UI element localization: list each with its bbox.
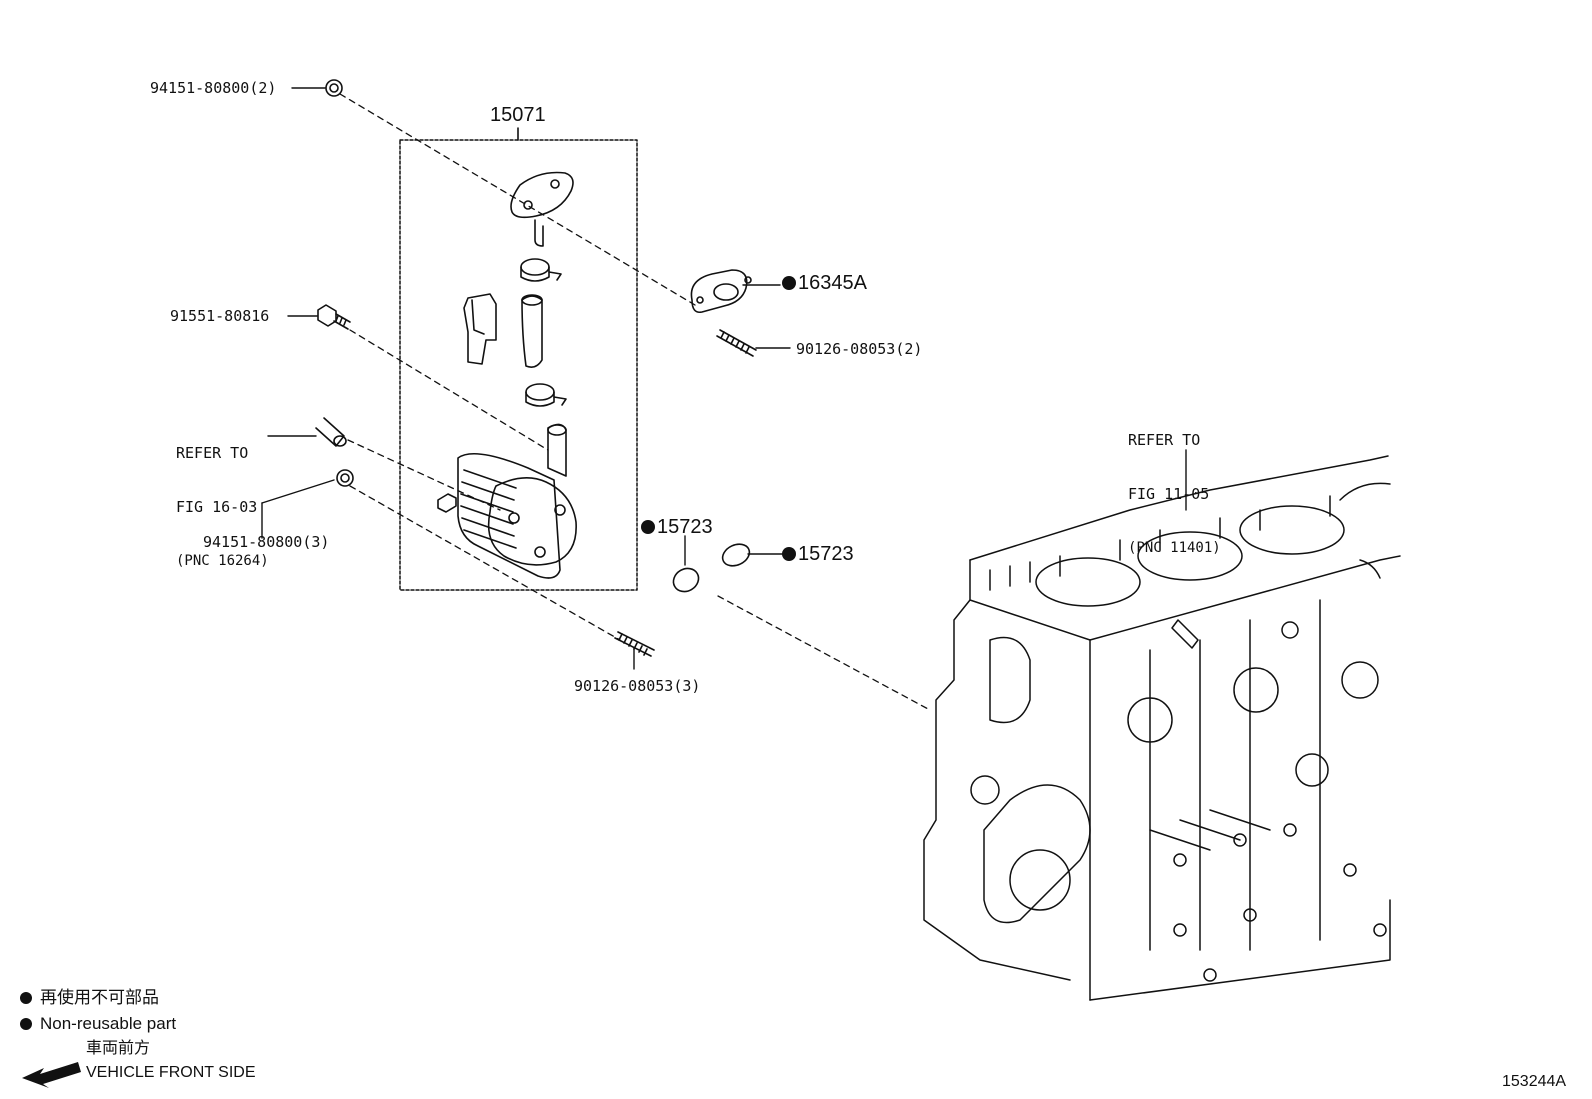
refer-right-line3: (PNC 11401) — [1128, 540, 1221, 556]
oil-cooler-hose-icon — [521, 294, 543, 368]
gasket-icon — [690, 269, 752, 314]
alignment-lines — [339, 93, 931, 711]
non-reusable-dot-icon — [641, 520, 655, 534]
refer-right-line1: REFER TO — [1128, 431, 1201, 449]
refer-right-line2: FIG 11-05 — [1128, 485, 1210, 503]
flange-bolt-icon — [317, 304, 351, 330]
flange-nut-lower-icon — [336, 469, 354, 487]
callout-oring-b-text: 15723 — [798, 543, 854, 565]
pipe-fitting-icon — [315, 417, 347, 447]
callout-stud-upper: 90126-08053(2) — [796, 340, 923, 358]
callout-stud-lower: 90126-08053(3) — [574, 677, 701, 695]
refer-note-left: REFER TO FIG 16-03 (PNC 16264) — [176, 408, 269, 588]
stud-bolt-upper-icon — [716, 329, 757, 357]
legend-dot-icon — [20, 992, 32, 1004]
callout-oring-a-text: 15723 — [657, 516, 713, 538]
legend-non-reusable-jp: 再使用不可部品 — [20, 988, 159, 1008]
diagram-id: 153244A — [1502, 1073, 1567, 1090]
legend-en-text: Non-reusable part — [40, 1014, 177, 1033]
non-reusable-dot-icon — [782, 547, 796, 561]
callout-bolt-left: 91551-80816 — [170, 307, 270, 325]
cylinder-block-icon — [923, 455, 1401, 1001]
legend-dot-icon — [20, 1018, 32, 1030]
flange-nut-top-icon — [325, 79, 343, 97]
assembly-label: 15071 — [490, 104, 546, 126]
callout-bolt-top: 94151-80800(2) — [150, 79, 277, 97]
hose-clamp-lower-icon — [525, 383, 567, 407]
legend-front-en: VEHICLE FRONT SIDE — [86, 1064, 256, 1081]
refer-left-line1: REFER TO — [176, 444, 249, 462]
o-ring-b-icon — [721, 543, 751, 567]
legend-non-reusable-en: Non-reusable part — [20, 1014, 176, 1034]
refer-left-line2: FIG 16-03 — [176, 498, 258, 516]
oil-cooler-icon — [437, 423, 577, 579]
callout-nut-lower: 94151-80800(3) — [203, 533, 330, 551]
callout-oring-b: 15723 — [782, 543, 854, 565]
bracket-icon — [463, 293, 497, 365]
assembly-box — [399, 139, 638, 591]
refer-note-right: REFER TO FIG 11-05 (PNC 11401) — [1128, 395, 1221, 575]
callout-oring-a: 15723 — [641, 516, 713, 538]
non-reusable-dot-icon — [782, 276, 796, 290]
hose-clamp-upper-icon — [520, 258, 562, 282]
refer-left-line3: (PNC 16264) — [176, 553, 269, 569]
o-ring-a-icon — [672, 567, 700, 593]
vehicle-front-arrow-icon — [22, 1062, 81, 1088]
callout-gasket: 16345A — [782, 272, 867, 294]
legend-jp-text: 再使用不可部品 — [40, 988, 159, 1007]
stud-bolt-lower-icon — [614, 631, 655, 657]
oil-cooler-cover-icon — [510, 171, 574, 247]
callout-gasket-text: 16345A — [798, 272, 867, 294]
legend-front-jp: 車両前方 — [86, 1040, 151, 1057]
leader-lines — [261, 87, 1187, 670]
